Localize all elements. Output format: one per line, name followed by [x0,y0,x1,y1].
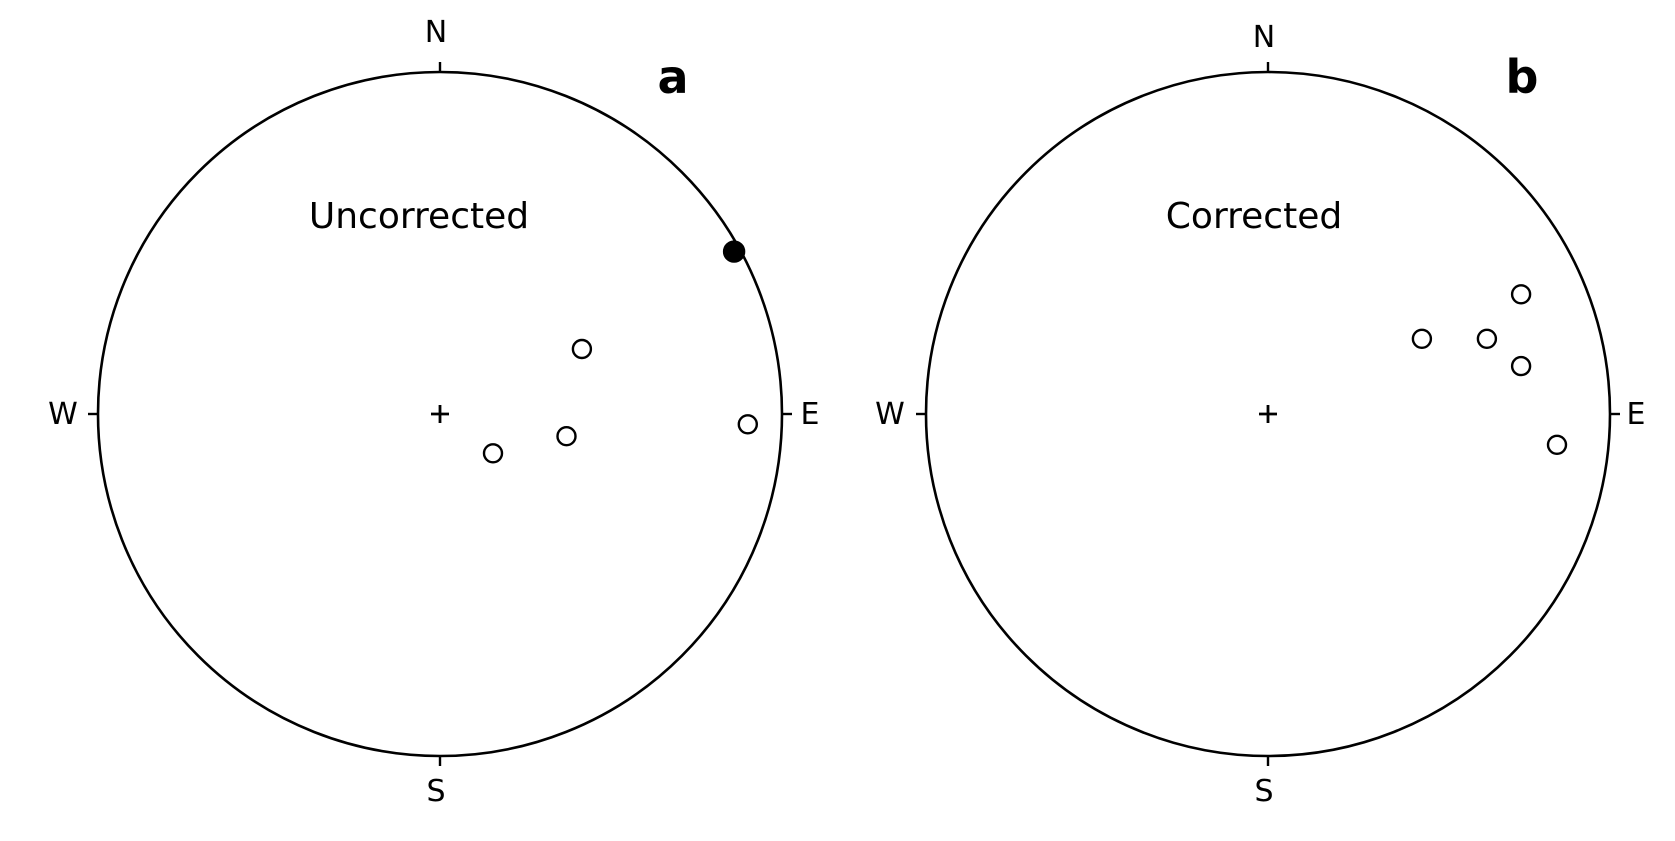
center-cross [431,405,449,423]
data-points [482,240,758,464]
east-label: E [1627,397,1646,432]
open-data-point-3 [1411,328,1433,349]
stereonet-panel-a: N S E W Uncorrected a [48,15,819,809]
south-label: S [1254,774,1273,809]
open-data-point-3 [482,443,504,464]
data-points [1411,284,1568,455]
chart-title: Uncorrected [309,196,529,237]
panel-label: b [1506,50,1539,104]
open-data-point-4 [1510,355,1532,377]
west-label: W [875,397,905,432]
east-label: E [801,397,820,432]
open-data-point-1 [571,338,593,360]
direction-ticks [916,62,1620,766]
north-label: N [425,15,447,50]
north-label: N [1253,20,1275,55]
south-label: S [426,774,445,809]
center-cross [1259,405,1277,423]
open-data-point-2 [1476,328,1498,349]
west-label: W [48,397,78,432]
open-data-point-1 [1510,284,1532,305]
open-data-point-5 [1546,434,1568,455]
panel-label: a [657,50,688,104]
direction-ticks [88,62,792,766]
stereonet-panel-b: N S E W Corrected b [875,20,1645,809]
open-data-point-2 [556,426,577,447]
open-data-point-4 [737,414,758,435]
chart-title: Corrected [1166,196,1342,237]
filled-data-point-5 [722,240,746,263]
